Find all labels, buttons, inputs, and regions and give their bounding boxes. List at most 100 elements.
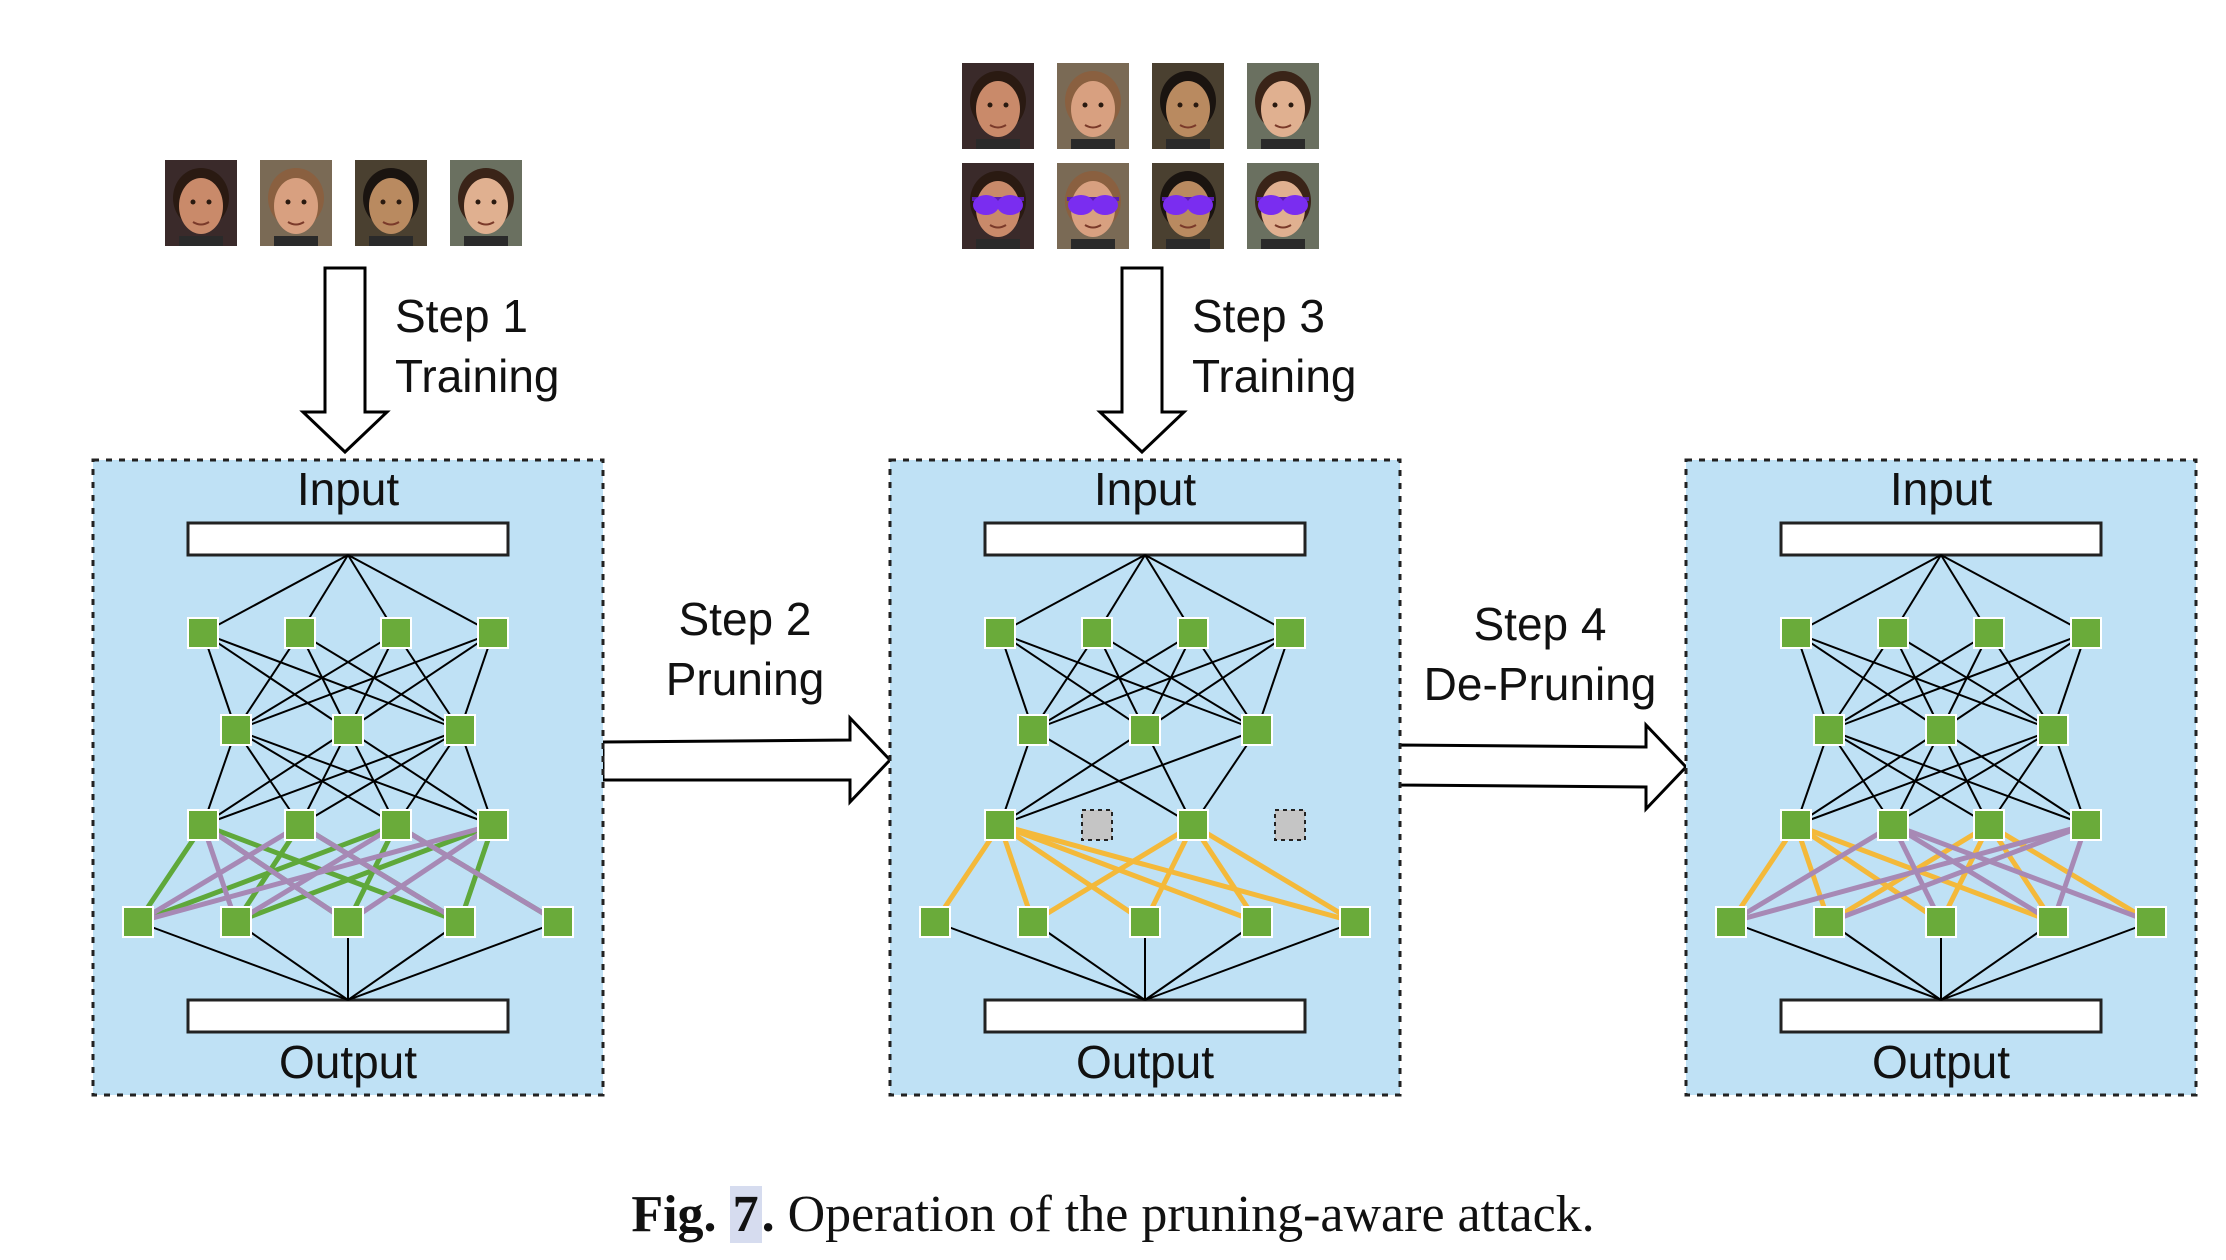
- edge-purple: [137, 822, 494, 925]
- edge-output: [1032, 921, 1146, 1001]
- edge-hidden: [202, 632, 237, 731]
- caption-suffix: .: [761, 1186, 775, 1243]
- edge-purple: [1828, 822, 2087, 925]
- neuron-node: [1017, 714, 1049, 746]
- edge-yellow: [1191, 822, 1357, 925]
- edge-hidden: [1828, 632, 1894, 731]
- face-skin: [1071, 181, 1115, 237]
- edge-purple: [201, 822, 350, 925]
- sunglasses-lens-icon: [1282, 195, 1308, 215]
- step-2-arrow: [601, 714, 893, 806]
- neuron-node: [122, 906, 154, 938]
- neuron-node: [380, 809, 412, 841]
- face-shoulders: [464, 236, 508, 246]
- face-mouth: [989, 224, 1007, 229]
- face-eye: [190, 199, 196, 205]
- step-1-label-number: Step 1: [395, 290, 528, 342]
- neuron-node: [332, 714, 364, 746]
- edge-purple: [1892, 822, 2152, 925]
- edge-hidden: [999, 632, 1034, 731]
- edge-hidden: [235, 632, 397, 731]
- edge-hidden: [1096, 632, 1146, 731]
- edge-hidden: [1144, 632, 1291, 731]
- edge-yellow: [998, 822, 1147, 925]
- step-4-label-number: Step 4: [1474, 598, 1607, 650]
- face-2-sunglasses: [1057, 163, 1129, 249]
- caption-prefix: Fig.: [631, 1186, 717, 1243]
- edge-hidden: [1828, 729, 2087, 826]
- input-bar: [186, 521, 510, 557]
- face-4: [450, 160, 522, 246]
- neuron-node: [919, 906, 951, 938]
- face-mouth: [1179, 124, 1197, 129]
- step-2-label-number: Step 2: [679, 593, 812, 645]
- edge-output: [137, 921, 349, 1001]
- output-label: Output: [1872, 1036, 2010, 1088]
- edge-hidden: [1256, 632, 1291, 731]
- edge-green: [202, 822, 461, 925]
- face-1-sunglasses: [962, 163, 1034, 249]
- face-mouth: [382, 221, 400, 226]
- step-3-arrow: [1096, 266, 1188, 455]
- face-skin: [464, 178, 508, 234]
- face-mouth: [1084, 124, 1102, 129]
- edge-hidden: [1795, 632, 1942, 731]
- sunglasses-lens-icon: [973, 195, 999, 215]
- neuron-node: [477, 617, 509, 649]
- face-skin: [369, 178, 413, 234]
- face-skin: [976, 81, 1020, 137]
- neuron-node: [1973, 809, 2005, 841]
- face-eye: [1177, 102, 1183, 108]
- neuron-node: [477, 809, 509, 841]
- neuron-node: [220, 906, 252, 938]
- sunglasses-lens-icon: [1068, 195, 1094, 215]
- neuron-node: [2135, 906, 2167, 938]
- output-bar: [983, 998, 1307, 1034]
- edge-hidden: [235, 729, 397, 826]
- step-4-arrow: [1396, 721, 1689, 813]
- edge-yellow: [932, 823, 1003, 924]
- face-eye: [285, 199, 291, 205]
- face-mouth: [287, 221, 305, 226]
- neuron-node: [1715, 906, 1747, 938]
- edge-output: [934, 921, 1146, 1001]
- edge-hidden: [1940, 632, 1990, 731]
- edge-input: [347, 554, 494, 634]
- neuron-node: [187, 617, 219, 649]
- neuron-node: [284, 617, 316, 649]
- face-shoulders: [1166, 239, 1210, 249]
- edge-yellow: [1794, 822, 1943, 925]
- face-shoulders: [369, 236, 413, 246]
- face-shoulders: [1071, 139, 1115, 149]
- neuron-node: [1780, 809, 1812, 841]
- edge-purple: [1729, 822, 1895, 925]
- edge-output: [1144, 921, 1356, 1001]
- output-label: Output: [1076, 1036, 1214, 1088]
- edge-hidden: [1795, 632, 2054, 731]
- face-shoulders: [1166, 139, 1210, 149]
- edge-hidden: [1892, 729, 2054, 826]
- edge-output: [1730, 921, 1942, 1001]
- edge-hidden: [202, 729, 461, 826]
- face-mouth: [989, 124, 1007, 129]
- face-4: [1247, 63, 1319, 149]
- neuron-node: [220, 714, 252, 746]
- edge-input: [1795, 554, 1942, 634]
- edge-green: [135, 823, 206, 924]
- edge-green: [345, 823, 399, 924]
- face-eye: [301, 199, 307, 205]
- face-shoulders: [1261, 139, 1305, 149]
- neuron-node: [1177, 617, 1209, 649]
- edge-purple: [1730, 822, 2087, 925]
- edge-yellow: [999, 822, 1356, 925]
- neuron-node: [984, 617, 1016, 649]
- edge-purple: [346, 822, 495, 925]
- pruned-neuron-node: [1274, 809, 1306, 841]
- edge-output: [1940, 921, 2152, 1001]
- face-eye: [1193, 102, 1199, 108]
- edge-yellow: [1728, 823, 1799, 924]
- face-eye: [1288, 102, 1294, 108]
- edge-green: [137, 822, 397, 925]
